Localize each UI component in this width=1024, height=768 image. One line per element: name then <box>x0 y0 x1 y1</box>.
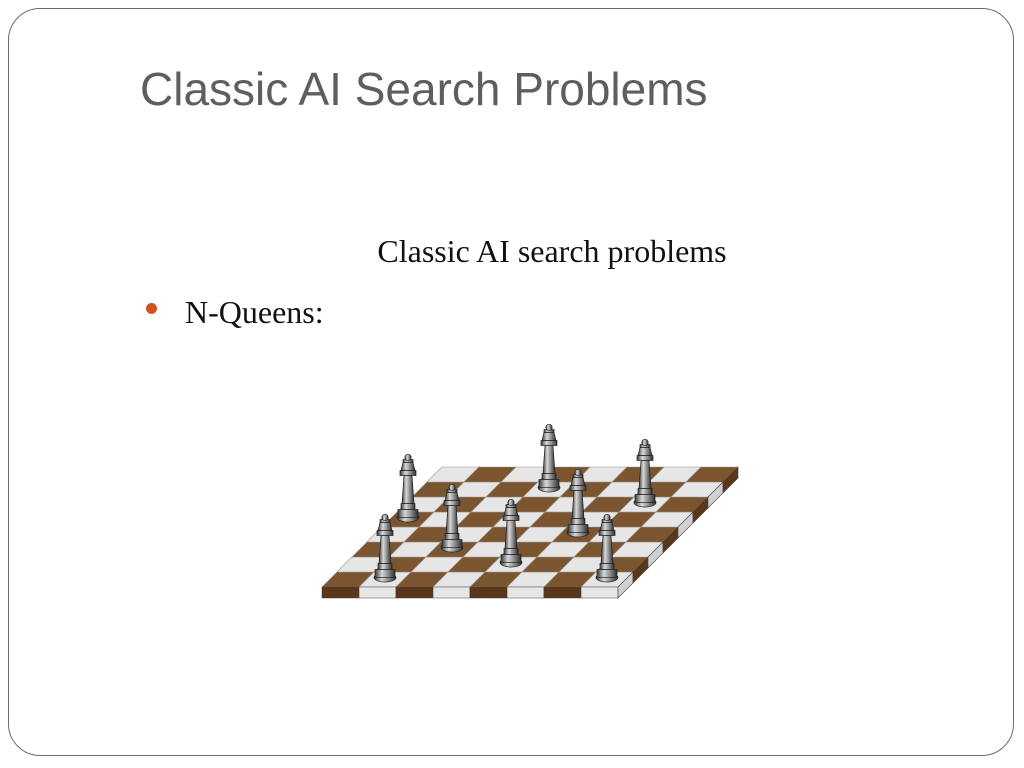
queen-piece-part <box>574 468 582 477</box>
queen-piece-part <box>378 535 392 564</box>
queen-piece-part <box>444 533 460 540</box>
queen-piece-part <box>570 477 586 486</box>
queen-piece-icon <box>499 498 523 568</box>
queen-piece-part <box>502 515 520 521</box>
board-front-edge <box>321 586 360 599</box>
board-right-edge <box>722 466 739 494</box>
queen-piece-part <box>636 455 654 461</box>
queen-piece-part <box>598 530 616 536</box>
queen-piece-part <box>397 509 419 518</box>
queen-piece-part <box>599 522 615 531</box>
queen-piece-part <box>399 470 417 476</box>
queen-piece-part <box>374 569 396 578</box>
queen-piece-part <box>637 447 653 456</box>
queen-piece-part <box>545 423 553 432</box>
queen-piece-part <box>503 548 519 555</box>
board-front-edge <box>469 586 508 599</box>
queen-piece-part <box>443 500 461 506</box>
queen-piece-part <box>441 539 463 548</box>
board-front-edge <box>358 586 397 599</box>
queen-piece-part <box>596 569 618 578</box>
board-front-edge <box>543 586 582 599</box>
queen-piece-part <box>542 445 556 474</box>
queen-piece-icon <box>566 468 590 538</box>
board-front-edge <box>580 586 619 599</box>
queen-piece-part <box>444 492 460 501</box>
queen-piece-part <box>377 522 393 531</box>
queen-piece-icon <box>537 423 561 493</box>
queen-piece-icon <box>595 513 619 583</box>
queen-piece-part <box>400 462 416 471</box>
slide-title: Classic AI Search Problems <box>140 63 708 115</box>
queen-piece-part <box>541 432 557 441</box>
queen-piece-part <box>567 524 589 533</box>
queen-piece-icon <box>440 483 464 553</box>
board-front-edge <box>395 586 434 599</box>
board-front-edge <box>432 586 471 599</box>
queen-piece-part <box>570 518 586 525</box>
queen-piece-icon <box>396 453 420 523</box>
queen-piece-part <box>448 483 456 492</box>
queen-piece-part <box>600 535 614 564</box>
queen-piece-part <box>634 494 656 503</box>
queen-piece-icon <box>633 438 657 508</box>
queen-piece-part <box>540 440 558 446</box>
bullet-item: N-Queens: <box>146 292 324 332</box>
queen-piece-part <box>538 479 560 488</box>
queen-piece-part <box>377 563 393 570</box>
queen-piece-part <box>641 438 649 447</box>
queen-piece-part <box>571 490 585 519</box>
queen-piece-part <box>507 498 515 507</box>
queen-piece-part <box>500 554 522 563</box>
queen-piece-part <box>404 453 412 462</box>
queen-piece-part <box>638 460 652 489</box>
bullet-dot-icon <box>146 302 157 314</box>
slide-subtitle: Classic AI search problems <box>377 233 727 269</box>
queen-piece-part <box>603 513 611 522</box>
queen-piece-part <box>445 505 459 534</box>
queen-piece-part <box>599 563 615 570</box>
queen-piece-part <box>637 488 653 495</box>
queen-piece-part <box>541 473 557 480</box>
queen-piece-part <box>569 485 587 491</box>
queen-piece-part <box>504 520 518 549</box>
queen-piece-part <box>376 530 394 536</box>
queen-piece-icon <box>373 513 397 583</box>
board-front-edge <box>506 586 545 599</box>
slide-frame <box>8 8 1014 756</box>
queen-piece-part <box>400 503 416 510</box>
queen-piece-part <box>381 513 389 522</box>
queen-piece-part <box>503 507 519 516</box>
bullet-text: N-Queens: <box>185 293 324 330</box>
queen-piece-part <box>401 475 415 504</box>
